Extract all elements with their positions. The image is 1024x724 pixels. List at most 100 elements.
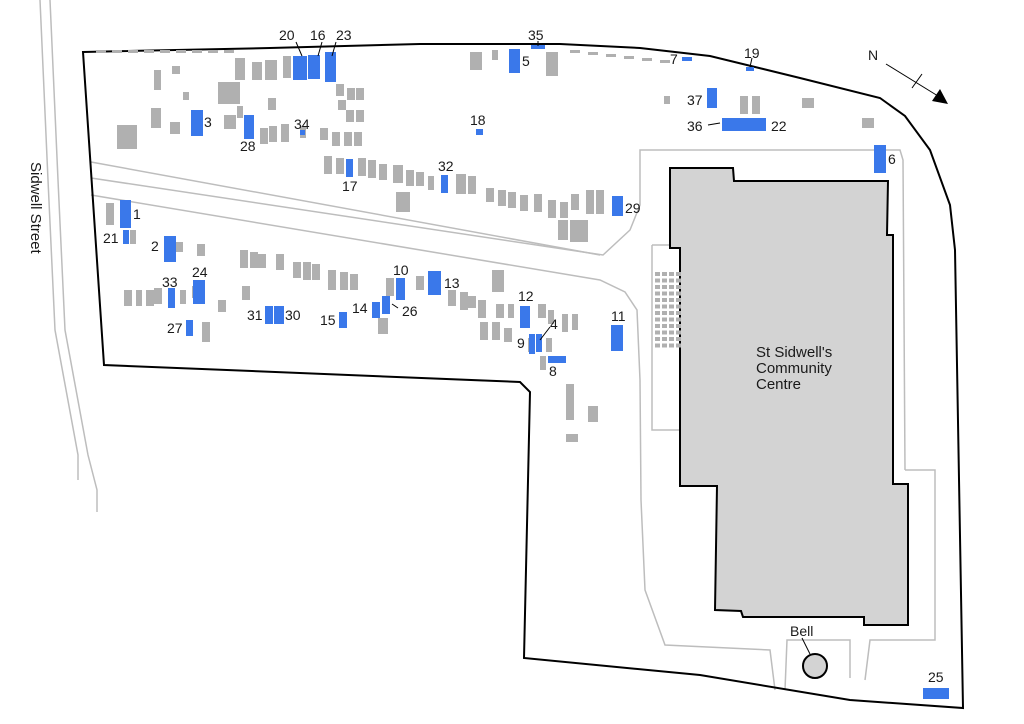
- grave-marker: [250, 252, 258, 268]
- plot-label-17: 17: [342, 178, 358, 194]
- grave-marker: [237, 106, 243, 118]
- grave-marker: [660, 60, 670, 63]
- plot-14: [372, 302, 380, 318]
- plot-26: [382, 296, 390, 314]
- grave-marker: [356, 110, 364, 122]
- grave-marker: [96, 50, 106, 53]
- grave-marker: [740, 96, 748, 114]
- memorial-stone: [676, 343, 681, 348]
- grave-marker: [202, 322, 210, 342]
- plot-label-22: 22: [771, 118, 787, 134]
- plot-label-27: 27: [167, 320, 183, 336]
- grave-marker: [486, 188, 494, 202]
- plot-13: [428, 271, 441, 295]
- memorial-stone: [669, 337, 674, 341]
- grave-marker: [386, 278, 394, 296]
- plot-29: [612, 196, 623, 216]
- path-lower-avenue: [90, 194, 641, 381]
- plot-17: [346, 159, 353, 177]
- plot-label-31: 31: [247, 307, 263, 323]
- grave-marker: [235, 58, 245, 80]
- memorial-stone: [669, 298, 674, 302]
- plot-18: [476, 129, 483, 135]
- grave-marker: [350, 274, 358, 290]
- grave-marker: [192, 50, 202, 53]
- grave-marker: [468, 176, 476, 194]
- grave-marker: [588, 406, 598, 422]
- grave-marker: [566, 434, 578, 442]
- memorial-stone: [669, 272, 674, 276]
- plot-label-8: 8: [549, 363, 557, 379]
- bell-marker: [802, 653, 828, 679]
- memorial-stone: [669, 278, 674, 283]
- grave-marker: [456, 174, 466, 194]
- grave-marker: [117, 125, 137, 149]
- plot-37: [707, 88, 717, 108]
- grave-marker: [480, 322, 488, 340]
- plot-label-33: 33: [162, 274, 178, 290]
- memorial-stone: [669, 330, 674, 335]
- memorial-stone: [669, 343, 674, 348]
- grave-marker: [224, 50, 234, 53]
- plot-5: [509, 49, 520, 73]
- memorial-stone: [676, 278, 681, 283]
- grave-marker: [136, 290, 142, 306]
- plot-31: [265, 306, 273, 324]
- grave-marker: [320, 128, 328, 140]
- grave-marker: [548, 200, 556, 218]
- plot-label-19: 19: [744, 45, 760, 61]
- grave-marker: [242, 286, 250, 300]
- grave-marker: [356, 88, 364, 100]
- community-centre-building: [669, 167, 909, 626]
- grave-marker: [571, 194, 579, 210]
- plot-7: [682, 57, 692, 61]
- plot-label-2: 2: [151, 238, 159, 254]
- grave-marker: [468, 296, 476, 308]
- grave-marker: [347, 88, 355, 100]
- grave-marker: [172, 66, 180, 74]
- plot-4: [536, 334, 542, 352]
- grave-marker: [265, 60, 277, 80]
- plot-label-4: 4: [550, 316, 558, 332]
- memorial-stone: [655, 317, 660, 322]
- grave-marker: [492, 270, 504, 292]
- north-arrow-line: [885, 63, 939, 97]
- grave-marker: [124, 290, 132, 306]
- grave-marker: [240, 250, 248, 268]
- plot-label-3: 3: [204, 114, 212, 130]
- grave-marker: [154, 288, 162, 304]
- memorial-stone: [655, 324, 660, 328]
- memorial-stone: [676, 298, 681, 302]
- plot-label-28: 28: [240, 138, 256, 154]
- grave-marker: [596, 190, 604, 214]
- bell-leader: [801, 637, 811, 655]
- grave-marker: [260, 128, 268, 144]
- grave-marker: [183, 92, 189, 100]
- memorial-stone: [662, 343, 667, 348]
- path-building-west: [639, 379, 776, 691]
- plot-16: [308, 55, 320, 79]
- plot-leaders: [295, 41, 753, 341]
- plot-3: [191, 110, 203, 136]
- grave-marker: [268, 98, 276, 110]
- grave-marker: [560, 202, 568, 218]
- street-edge-right: [49, 0, 98, 512]
- grave-marker: [558, 220, 568, 240]
- plot-label-1: 1: [133, 206, 141, 222]
- grave-marker: [146, 290, 154, 306]
- plot-10: [396, 278, 405, 300]
- memorial-stone: [662, 278, 667, 283]
- grave-marker: [336, 158, 344, 174]
- grave-marker: [538, 304, 546, 318]
- plot-35: [531, 45, 545, 49]
- grave-marker: [508, 304, 514, 318]
- grave-marker: [379, 164, 387, 180]
- memorial-stone: [676, 317, 681, 322]
- memorial-stone: [669, 285, 674, 289]
- grave-marker: [546, 52, 558, 76]
- memorial-stone: [655, 298, 660, 302]
- grave-marker: [534, 194, 542, 212]
- memorial-stone: [662, 311, 667, 315]
- memorial-stone: [669, 304, 674, 309]
